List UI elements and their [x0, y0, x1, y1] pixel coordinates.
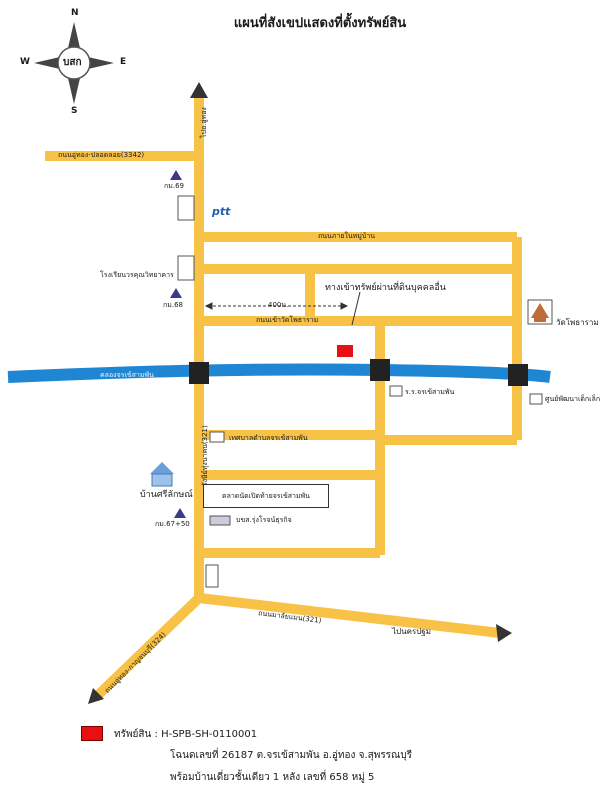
temple-icon — [527, 299, 553, 325]
road-network — [45, 98, 522, 702]
canal — [7, 363, 551, 383]
road-label-inner: ถนนภายในหมู่บ้าน — [318, 232, 376, 240]
compass-n: N — [71, 8, 79, 18]
bridge-1 — [189, 362, 209, 384]
road-label-nakhon: ไปนครปฐม — [392, 627, 431, 636]
house-icon — [150, 462, 174, 487]
km68-marker — [170, 288, 182, 298]
bus-icon — [209, 515, 231, 526]
building-3 — [205, 564, 219, 588]
municipal-label: เทศบาลตำบลจรเข้สามพัน — [229, 434, 308, 442]
police-icon — [389, 385, 403, 397]
municipal-icon — [209, 431, 225, 443]
property-marker — [337, 345, 353, 357]
temple-label: วัดโพธาราม — [556, 318, 599, 327]
legend-line-2: พร้อมบ้านเดี่ยวชั้นเดียว 1 หลัง เลขที่ 6… — [170, 772, 375, 783]
compass-logo: บสก — [63, 57, 82, 68]
police-label: ร.ร.จรเข้สามพัน — [405, 388, 455, 396]
building-2 — [177, 255, 195, 281]
building-1 — [177, 195, 195, 221]
ptt-logo: ptt — [212, 205, 231, 218]
ban-sri-label: บ้านศรีลักษณ์ — [140, 490, 193, 500]
km68-label: กม.68 — [163, 301, 183, 309]
compass-w: W — [20, 57, 30, 67]
bus-label: บขส.รุ่งโรจน์ธุรกิจ — [236, 516, 292, 524]
market-label: ตลาดนัดเปิดท้ายจรเข้สามพัน — [203, 484, 329, 508]
callout-label: ทางเข้าทรัพย์ผ่านที่ดินบุคคลอื่น — [325, 283, 446, 293]
km69-label: กม.69 — [164, 182, 184, 190]
bridge-2 — [370, 359, 390, 381]
page-title: แผนที่สังเขปแสดงที่ตั้งทรัพย์สิน — [233, 16, 407, 31]
canal-label: คลองจรเข้สามพัน — [100, 371, 154, 379]
compass-s: S — [71, 106, 78, 116]
legend-line-1: โฉนดเลขที่ 26187 ต.จรเข้สามพัน อ.อู่ทอง … — [170, 750, 413, 761]
health-label: ศูนย์พัฒนาเด็กเล็ก — [545, 395, 601, 403]
bridge-3 — [508, 364, 528, 386]
health-icon — [529, 393, 543, 405]
distance-label: 400ม. — [268, 301, 289, 309]
km69-marker — [170, 170, 182, 180]
compass-e: E — [120, 57, 127, 67]
legend-label: ทรัพย์สิน : H-SPB-SH-0110001 — [114, 729, 258, 740]
road-label-top-left: ถนนอู่ทอง-ปลอดลอย(3342) — [58, 151, 145, 159]
km67-label: กม.67+50 — [155, 520, 190, 528]
compass: N S W E บสก — [20, 8, 128, 118]
legend-swatch — [81, 726, 103, 741]
arrow-north — [190, 82, 208, 98]
arrow-east — [496, 624, 512, 642]
school-label: โรงเรียนวรคุณวิทยาคาร — [100, 271, 174, 279]
building-icons — [177, 195, 543, 588]
compass-rose — [34, 22, 114, 104]
bridges — [189, 359, 528, 386]
callout-pointer — [351, 291, 361, 326]
arrow-southwest — [88, 688, 104, 704]
distance-arrow — [204, 302, 349, 310]
km67-marker — [174, 508, 186, 518]
road-label-to-uthong: ไปอ.อู่ทอง — [200, 107, 208, 138]
road-label-temple: ถนนเข้าวัดโพธาราม — [256, 316, 319, 324]
